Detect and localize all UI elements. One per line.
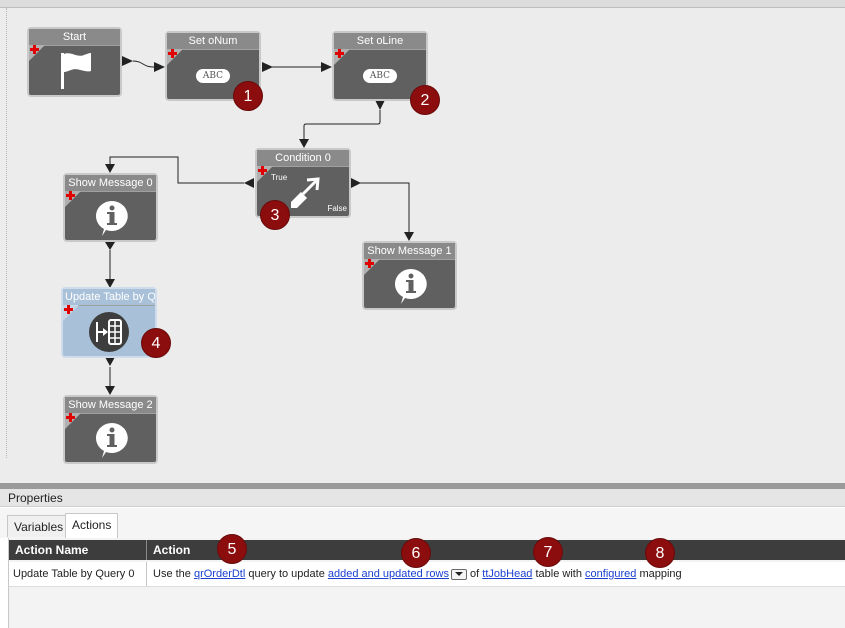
node-title: Set oLine bbox=[334, 33, 426, 50]
node-title: Update Table by Q bbox=[63, 289, 155, 306]
connection-wires bbox=[105, 56, 414, 395]
show-message-0-node[interactable]: Show Message 0 bbox=[63, 173, 158, 242]
add-icon[interactable] bbox=[365, 259, 374, 268]
callout-badge: 1 bbox=[233, 81, 263, 111]
callout-badge: 7 bbox=[533, 537, 563, 567]
info-icon bbox=[95, 200, 128, 236]
callout-badge: 4 bbox=[141, 328, 171, 358]
pane-splitter[interactable] bbox=[0, 483, 845, 489]
update-table-icon bbox=[89, 312, 129, 352]
show-message-1-node[interactable]: Show Message 1 bbox=[362, 241, 457, 310]
table-row[interactable]: Update Table by Query 0 Use the qrOrderD… bbox=[9, 562, 845, 587]
node-title: Condition 0 bbox=[257, 150, 349, 167]
false-label: False bbox=[327, 204, 347, 213]
show-message-2-node[interactable]: Show Message 2 bbox=[63, 395, 158, 464]
properties-tabs: Variables Actions bbox=[0, 508, 845, 538]
dropdown-arrow-icon[interactable] bbox=[450, 568, 467, 580]
rows-link[interactable]: added and updated rows bbox=[327, 568, 449, 580]
abc-icon: ABC bbox=[363, 69, 397, 83]
node-title: Set oNum bbox=[167, 33, 259, 50]
add-icon[interactable] bbox=[168, 49, 177, 58]
action-text: table with bbox=[532, 568, 586, 580]
action-text: Use the bbox=[153, 568, 194, 580]
add-icon[interactable] bbox=[66, 413, 75, 422]
mapping-link[interactable]: configured bbox=[585, 568, 637, 580]
add-icon[interactable] bbox=[30, 45, 39, 54]
callout-badge: 2 bbox=[410, 85, 440, 115]
true-label: True bbox=[271, 173, 288, 182]
action-description-cell: Use the qrOrderDtl query to update added… bbox=[147, 562, 845, 586]
callout-badge: 3 bbox=[260, 200, 290, 230]
canvas-top-strip bbox=[0, 0, 845, 8]
node-title: Show Message 0 bbox=[65, 175, 156, 192]
tab-variables[interactable]: Variables bbox=[7, 515, 71, 537]
flag-icon bbox=[61, 53, 91, 89]
pencil-arrow-icon bbox=[291, 177, 320, 208]
add-icon[interactable] bbox=[258, 166, 267, 175]
abc-icon: ABC bbox=[196, 69, 230, 83]
properties-title: Properties bbox=[0, 489, 845, 507]
canvas-guide-line bbox=[6, 8, 8, 458]
action-text: mapping bbox=[636, 568, 682, 580]
callout-badge: 5 bbox=[217, 534, 247, 564]
table-link[interactable]: ttJobHead bbox=[482, 568, 533, 580]
action-name-cell: Update Table by Query 0 bbox=[9, 562, 147, 586]
action-text: query to update bbox=[245, 568, 328, 580]
set-oline-node[interactable]: Set oLine ABC bbox=[332, 31, 428, 101]
column-header-action-name[interactable]: Action Name bbox=[9, 540, 147, 560]
workflow-canvas[interactable]: Start Set oNum ABC 1 Set oLine ABC 2 Con… bbox=[0, 0, 845, 483]
add-icon[interactable] bbox=[335, 49, 344, 58]
node-title: Start bbox=[29, 29, 120, 46]
column-header-action[interactable]: Action bbox=[153, 543, 191, 557]
action-text: of bbox=[466, 568, 483, 580]
callout-badge: 8 bbox=[645, 538, 675, 568]
info-icon bbox=[394, 269, 427, 304]
callout-badge: 6 bbox=[401, 538, 431, 568]
node-title: Show Message 1 bbox=[364, 243, 455, 260]
tab-actions[interactable]: Actions bbox=[65, 513, 119, 538]
add-icon[interactable] bbox=[64, 305, 73, 314]
start-node[interactable]: Start bbox=[27, 27, 122, 97]
info-icon bbox=[95, 423, 128, 458]
node-title: Show Message 2 bbox=[65, 397, 156, 414]
add-icon[interactable] bbox=[66, 191, 75, 200]
query-link[interactable]: qrOrderDtl bbox=[193, 568, 246, 580]
